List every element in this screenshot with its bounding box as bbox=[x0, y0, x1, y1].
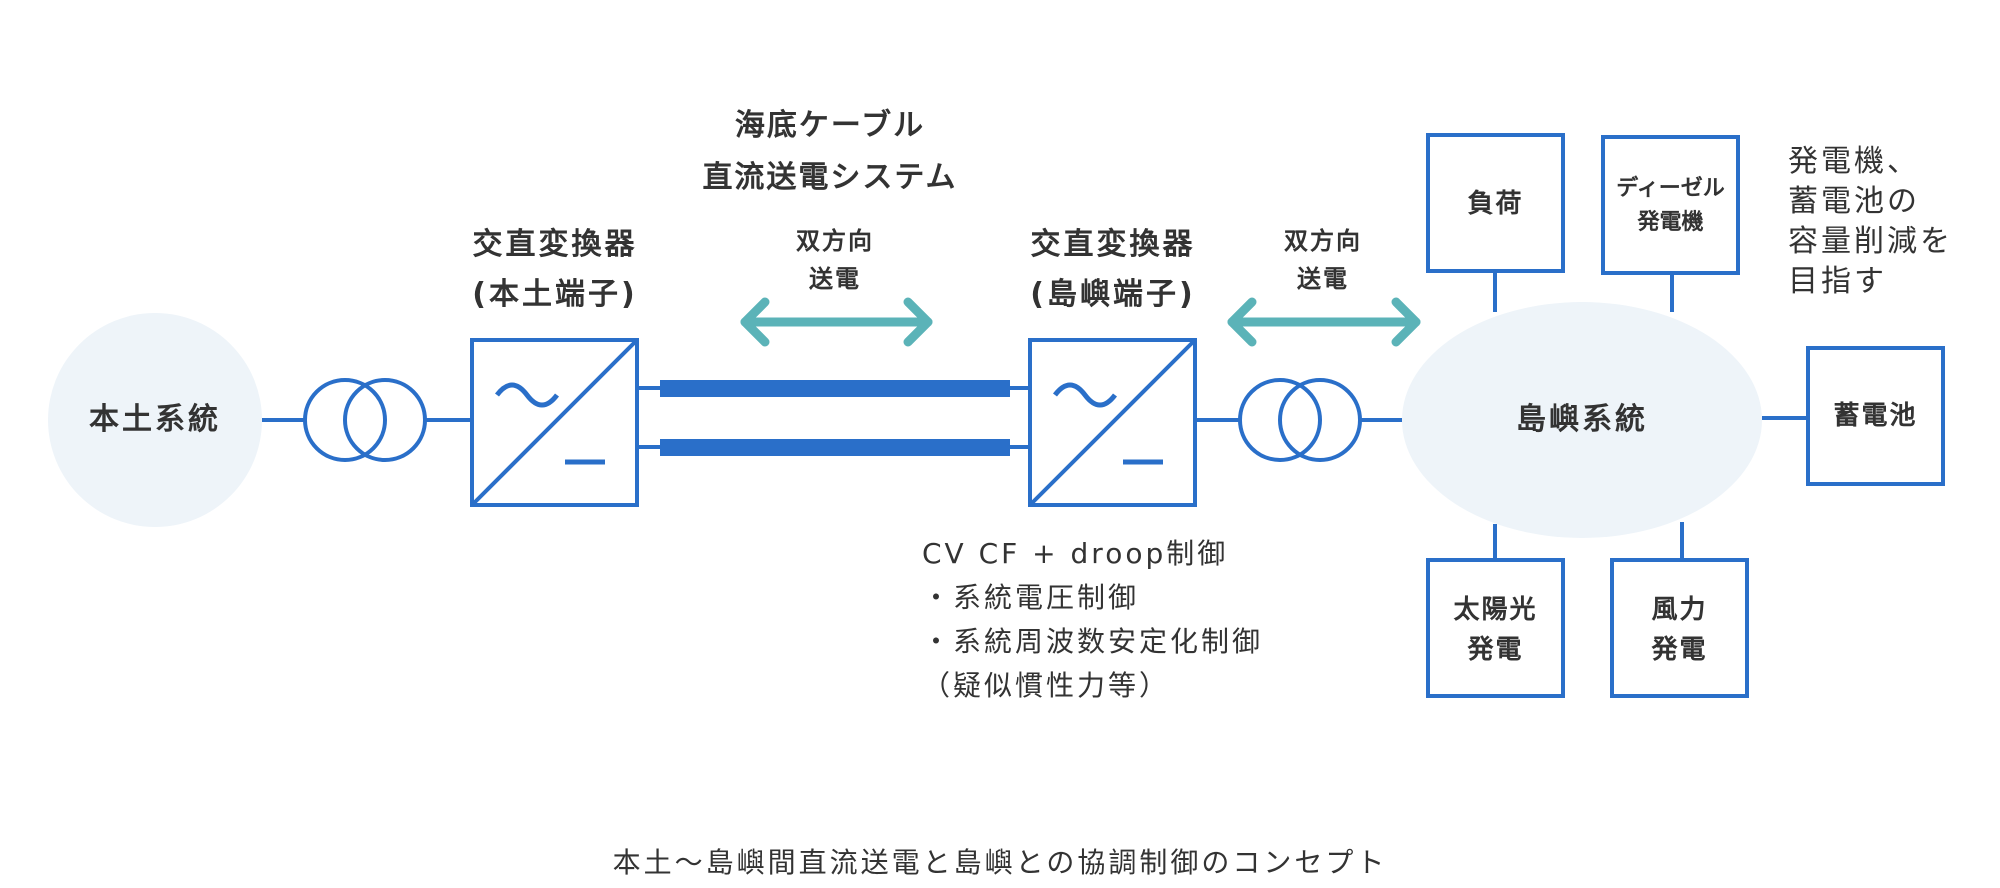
solar-box bbox=[1426, 558, 1565, 698]
converter-right-label: 交直変換器 (島嶼端子) bbox=[1003, 220, 1223, 320]
capacity-reduction-note: 発電機、 蓄電池の 容量削減を 目指す bbox=[1788, 142, 1953, 302]
solar-label-line2: 発電 bbox=[1467, 635, 1524, 665]
arrow-left-label-line2: 送電 bbox=[809, 265, 861, 293]
mainland-system-label: 本土系統 bbox=[89, 402, 221, 437]
arrow-right-label-line2: 送電 bbox=[1297, 265, 1349, 293]
island-system-bubble bbox=[1402, 302, 1762, 538]
island-system-label: 島嶼系統 bbox=[1516, 402, 1648, 437]
load-label: 負荷 bbox=[1467, 189, 1524, 219]
arrow-left-label-line1: 双方向 bbox=[796, 227, 874, 255]
arrow-right-label: 双方向 送電 bbox=[1248, 222, 1398, 298]
bidirectional-arrow-left-icon bbox=[740, 297, 933, 347]
transformer-left-icon bbox=[303, 378, 427, 462]
wind-label: 風力 発電 bbox=[1612, 590, 1747, 670]
diesel-label-line1: ディーゼル bbox=[1616, 176, 1725, 201]
converter-left-line2: (本土端子) bbox=[472, 277, 638, 312]
diesel-label: ディーゼル 発電機 bbox=[1598, 172, 1743, 240]
converter-right-icon bbox=[1028, 338, 1197, 507]
storage-box bbox=[1806, 346, 1945, 486]
figure-caption: 本土～島嶼間直流送電と島嶼との協調制御のコンセプト bbox=[612, 846, 1388, 879]
solar-label-line1: 太陽光 bbox=[1453, 595, 1538, 625]
diesel-box bbox=[1601, 135, 1740, 275]
solar-label: 太陽光 発電 bbox=[1428, 590, 1563, 670]
converter-left-line1: 交直変換器 bbox=[472, 227, 638, 262]
arrow-right-label-line1: 双方向 bbox=[1284, 227, 1362, 255]
cable-system-title: 海底ケーブル 直流送電システム bbox=[660, 100, 1000, 204]
cable-title-line1: 海底ケーブル bbox=[734, 108, 926, 143]
dc-cable-lower bbox=[660, 439, 1010, 456]
converter-left-label: 交直変換器 (本土端子) bbox=[445, 220, 665, 320]
converter-left-icon bbox=[470, 338, 639, 507]
diesel-label-line2: 発電機 bbox=[1637, 210, 1704, 235]
storage-label: 蓄電池 bbox=[1833, 401, 1918, 431]
wind-box bbox=[1610, 558, 1749, 698]
wind-label-line1: 風力 bbox=[1651, 595, 1708, 625]
control-note-line2: ・系統電圧制御 bbox=[922, 581, 1140, 614]
mainland-system-bubble bbox=[48, 313, 262, 527]
note-line3: 容量削減を bbox=[1788, 224, 1953, 259]
note-line2: 蓄電池の bbox=[1788, 184, 1920, 219]
control-note-line4: （疑似慣性力等） bbox=[922, 669, 1171, 702]
note-line4: 目指す bbox=[1788, 264, 1887, 299]
control-note-line3: ・系統周波数安定化制御 bbox=[922, 625, 1264, 658]
converter-right-line2: (島嶼端子) bbox=[1030, 277, 1196, 312]
cable-title-line2: 直流送電システム bbox=[702, 160, 958, 195]
bidirectional-arrow-right-icon bbox=[1227, 297, 1421, 347]
dc-cable-upper bbox=[660, 380, 1010, 397]
transformer-right-icon bbox=[1238, 378, 1362, 462]
control-method-note: CV CF + droop制御 ・系統電圧制御 ・系統周波数安定化制御 （疑似慣… bbox=[922, 532, 1263, 708]
load-box bbox=[1426, 133, 1565, 273]
control-note-line1: CV CF + droop制御 bbox=[922, 537, 1229, 570]
arrow-left-label: 双方向 送電 bbox=[760, 222, 910, 298]
note-line1: 発電機、 bbox=[1788, 144, 1920, 179]
converter-right-line1: 交直変換器 bbox=[1030, 227, 1196, 262]
wind-label-line2: 発電 bbox=[1651, 635, 1708, 665]
